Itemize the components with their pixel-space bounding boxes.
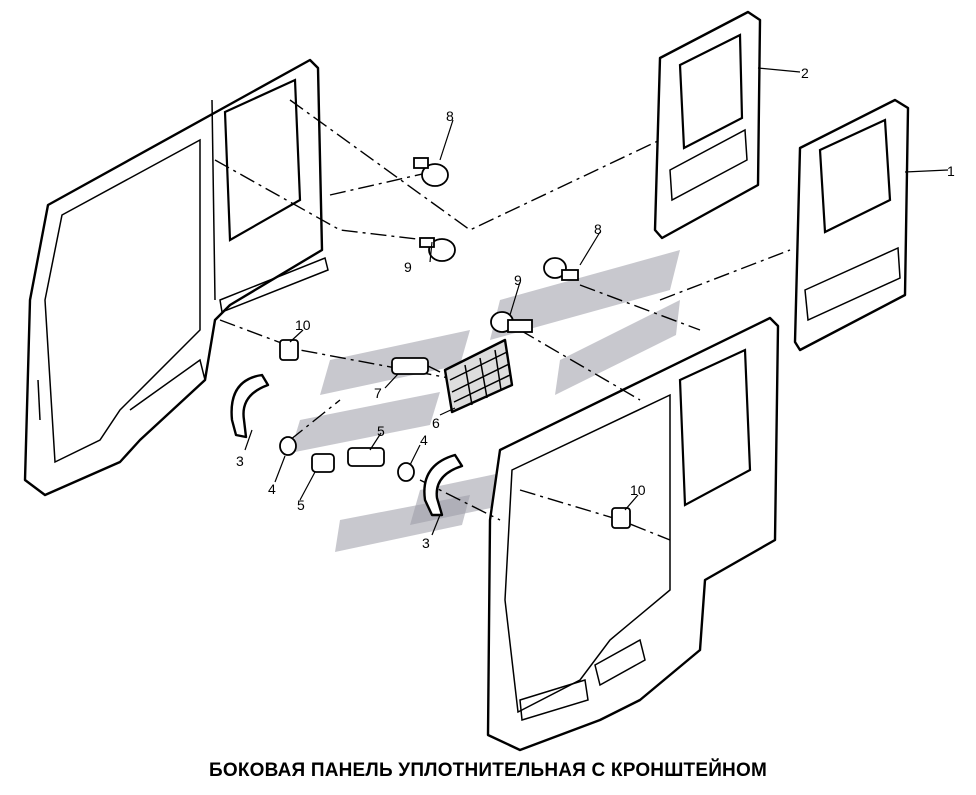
- handle-3-right: [423, 453, 464, 517]
- part-1-panel: [793, 98, 910, 352]
- diagram-caption: БОКОВАЯ ПАНЕЛЬ УПЛОТНИТЕЛЬНАЯ С КРОНШТЕЙ…: [209, 760, 767, 781]
- spacer-10-left: [279, 339, 299, 361]
- callout-10-left: 10: [295, 317, 311, 333]
- bolt-7: [391, 357, 441, 375]
- mesh-panel-6: [443, 338, 514, 414]
- callout-5-center: 5: [377, 423, 385, 439]
- spacer-10-right: [611, 507, 631, 529]
- callout-labels: 1 2 3 3 4 4 5 5 6 7 8 8 9 9 10 10: [236, 65, 955, 551]
- callout-6: 6: [432, 415, 440, 431]
- callout-8-right: 8: [594, 221, 602, 237]
- callout-7: 7: [374, 385, 382, 401]
- callout-8-upper: 8: [446, 108, 454, 124]
- washer-4-left: [279, 436, 297, 456]
- callout-3-left: 3: [236, 453, 244, 469]
- callout-10-right: 10: [630, 482, 646, 498]
- screw-5-center: [347, 447, 385, 467]
- callout-2: 2: [801, 65, 809, 81]
- callout-9-right: 9: [514, 272, 522, 288]
- handle-3-left: [230, 373, 270, 439]
- leader-lines: [244, 67, 949, 536]
- fastener-8-right: [543, 257, 579, 281]
- callout-5-left: 5: [297, 497, 305, 513]
- callout-9-upper: 9: [404, 259, 412, 275]
- callout-4-right: 4: [420, 432, 428, 448]
- fastener-8-upper: [413, 157, 449, 187]
- callout-1: 1: [947, 163, 955, 179]
- part-2-panel: [653, 10, 762, 240]
- fastener-9-upper: [419, 237, 456, 262]
- washer-4-right: [397, 462, 415, 482]
- right-door-frame: [486, 316, 780, 752]
- callout-4-left: 4: [268, 481, 276, 497]
- left-door-frame: [23, 58, 329, 497]
- fastener-9-right: [490, 311, 533, 333]
- screw-5-left: [311, 453, 335, 473]
- callout-3-right: 3: [422, 535, 430, 551]
